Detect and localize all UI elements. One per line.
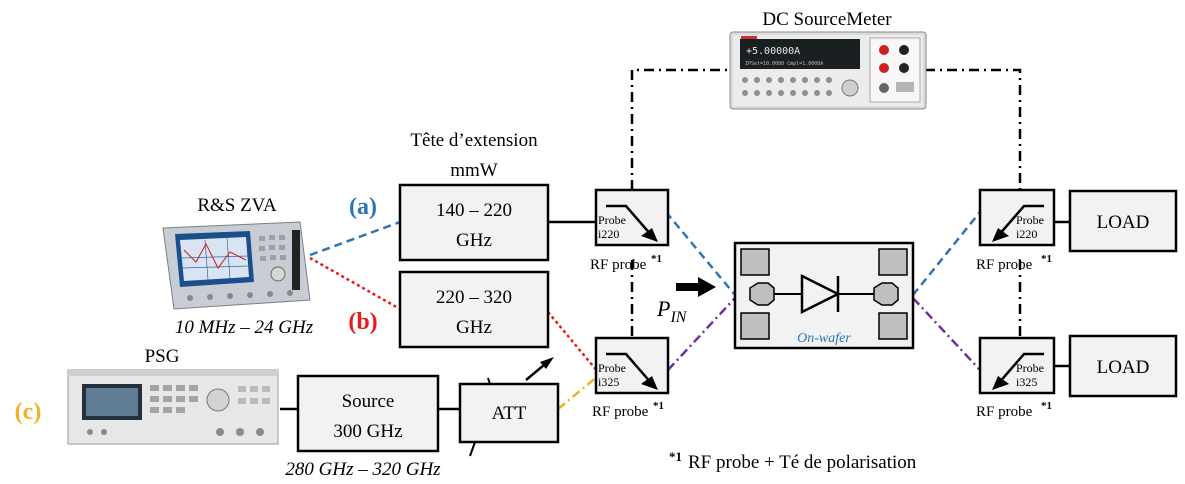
probe-caption-tr: RF probe *1 xyxy=(976,253,1052,273)
probe-top-left: Probe i220 xyxy=(596,190,668,245)
source-frequency: 300 GHz xyxy=(333,421,402,442)
probe-top-right: Probe i220 xyxy=(980,190,1054,245)
sourcemeter-display-main: +5.00000A xyxy=(746,46,800,57)
psg-knob xyxy=(207,389,229,411)
dut-label: On-wafer xyxy=(797,331,851,346)
footnote-mark: *1 xyxy=(669,449,682,464)
box-load-top: LOAD xyxy=(1070,191,1176,251)
probe-caption-text: RF probe xyxy=(592,404,649,420)
dut-pad xyxy=(879,313,907,339)
probe-footnote-mark: *1 xyxy=(653,400,664,412)
band-b-unit: GHz xyxy=(456,317,492,338)
probe-footnote-mark: *1 xyxy=(651,253,662,265)
psg-label: PSG xyxy=(145,346,180,367)
psg-instrument xyxy=(68,370,278,444)
band-b-range: 220 – 320 xyxy=(436,287,512,308)
path-b-vna-to-head xyxy=(310,258,400,309)
path-a-dut-to-probe xyxy=(913,212,980,295)
probe-word: Probe xyxy=(598,213,626,227)
probe-model: i325 xyxy=(598,375,619,389)
source-label: Source xyxy=(342,391,395,412)
path-a-vna-to-head xyxy=(310,222,400,255)
box-load-bottom: LOAD xyxy=(1070,336,1176,396)
attenuator-label: ATT xyxy=(492,403,527,424)
probe-caption-text: RF probe xyxy=(976,404,1033,420)
vna-instrument xyxy=(163,222,310,309)
probe-word: Probe xyxy=(598,361,626,375)
dc-sourcemeter-label: DC SourceMeter xyxy=(762,9,892,30)
probe-word: Probe xyxy=(1016,213,1044,227)
probe-model: i220 xyxy=(1016,227,1037,241)
box-band-a: 140 – 220 GHz xyxy=(400,185,548,260)
pin-label: PIN xyxy=(656,296,688,326)
psg-frequency-range: 280 GHz – 320 GHz xyxy=(285,459,441,480)
path-b-label: (b) xyxy=(348,309,377,335)
footnote: *1 RF probe + Té de polarisation xyxy=(669,449,917,473)
band-a-range: 140 – 220 xyxy=(436,200,512,221)
box-band-b: 220 – 320 GHz xyxy=(400,272,548,347)
load-top-label: LOAD xyxy=(1097,212,1150,233)
vna-label: R&S ZVA xyxy=(197,195,277,216)
probe-model: i220 xyxy=(598,227,619,241)
path-a-label: (a) xyxy=(349,194,377,220)
probe-bottom-left: Probe i325 xyxy=(596,338,668,393)
path-c-label: (c) xyxy=(15,399,42,425)
path-b-head-to-probe xyxy=(548,312,598,372)
probe-bottom-right: Probe i325 xyxy=(980,338,1054,393)
probe-word: Probe xyxy=(1016,361,1044,375)
probe-caption-text: RF probe xyxy=(590,257,647,273)
probe-model: i325 xyxy=(1016,375,1037,389)
box-attenuator: ATT xyxy=(460,357,558,456)
pin-arrow xyxy=(676,277,716,297)
load-bottom-label: LOAD xyxy=(1097,357,1150,378)
path-b-dut-to-probe xyxy=(913,298,980,370)
vna-frequency-range: 10 MHz – 24 GHz xyxy=(175,317,314,338)
probe-caption-tl: RF probe *1 xyxy=(590,253,662,273)
vna-ports xyxy=(292,230,300,290)
probe-caption-bl: RF probe *1 xyxy=(592,400,664,420)
box-source: Source 300 GHz xyxy=(298,376,438,451)
sourcemeter-display-sub: IPSet=10.0000 Cmpl=1.0000A xyxy=(745,61,823,67)
footnote-text: RF probe + Té de polarisation xyxy=(688,452,917,473)
dut-signal-pad-left xyxy=(750,283,774,305)
probe-footnote-mark: *1 xyxy=(1041,253,1052,265)
extension-head-title: Tête d’extension xyxy=(410,130,538,151)
dut-pad xyxy=(741,249,769,275)
band-a-unit: GHz xyxy=(456,230,492,251)
sourcemeter-logo xyxy=(741,36,757,39)
sourcemeter-knob xyxy=(842,80,858,96)
dut-pad xyxy=(879,249,907,275)
dut-on-wafer: On-wafer xyxy=(735,243,913,348)
extension-head-subtitle: mmW xyxy=(450,160,498,181)
probe-caption-br: RF probe *1 xyxy=(976,400,1052,420)
dut-signal-pad-right xyxy=(874,283,898,305)
vna-buttons xyxy=(259,235,286,261)
dut-pad xyxy=(741,313,769,339)
dc-sourcemeter-instrument: +5.00000A IPSet=10.0000 Cmpl=1.0000A xyxy=(730,32,926,109)
probe-caption-text: RF probe xyxy=(976,257,1033,273)
probe-footnote-mark: *1 xyxy=(1041,400,1052,412)
